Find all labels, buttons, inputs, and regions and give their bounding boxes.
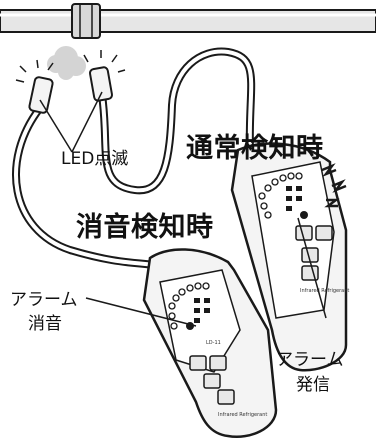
sensor-tip-left (15, 59, 54, 114)
device-model-left: LD-11 (206, 340, 221, 346)
device-brand-right: Infrared Refrigerant (300, 288, 349, 294)
led-arc-right (258, 172, 303, 219)
alarm-mute-label-line2: 消音 (28, 314, 62, 334)
led-blink-label: LED点滅 (61, 149, 129, 169)
normal-detect-label: 通常検知時 (186, 133, 324, 164)
detector-device-right: Infrared Refrigerant (230, 142, 349, 372)
pipe-joint (71, 3, 101, 39)
alarm-emit-label-line2: 発信 (296, 375, 330, 395)
sensor-tip-right (83, 50, 126, 102)
mute-detect-label: 消音検知時 (76, 212, 214, 243)
gas-cloud (47, 46, 86, 80)
led-blink-leaders (39, 91, 103, 153)
alarm-emit-label-line1: アラーム (276, 350, 344, 370)
led-arc-left (168, 282, 210, 330)
detector-device-left: LD-11 Infrared Refrigerant (142, 248, 278, 439)
pipe (0, 3, 376, 39)
alarm-label-leaders (85, 217, 327, 327)
device-brand-left: Infrared Refrigerant (218, 412, 267, 418)
alarm-mute-label-line1: アラーム (10, 290, 78, 310)
alarm-sound-icon (321, 163, 347, 208)
device-buttons-left (189, 355, 235, 405)
